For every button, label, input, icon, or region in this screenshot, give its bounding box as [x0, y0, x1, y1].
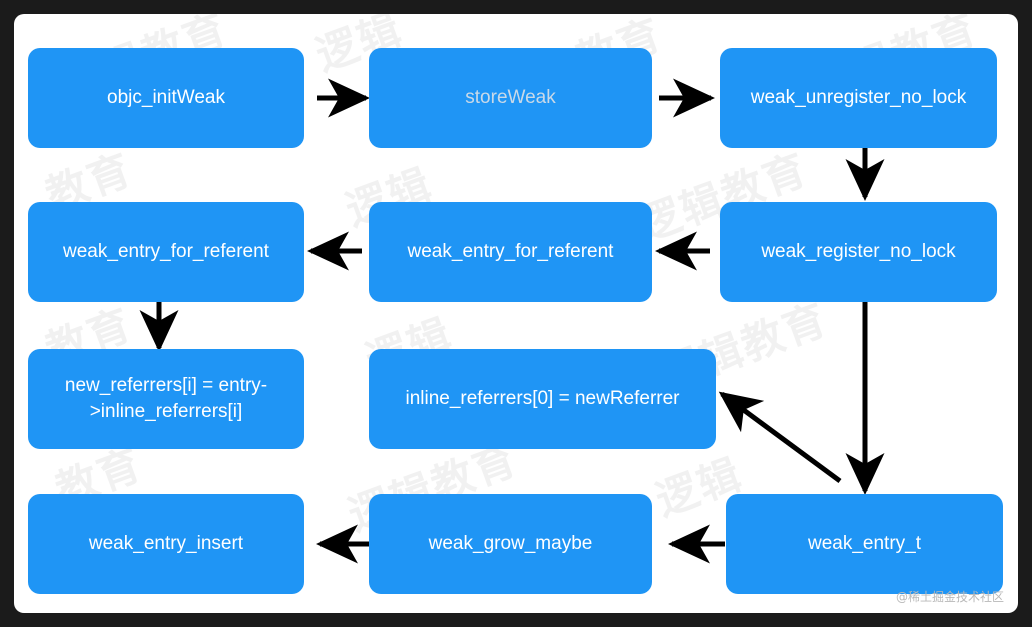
node-label: weak_entry_for_referent: [63, 241, 269, 263]
node-label: storeWeak: [465, 87, 556, 109]
node-label: inline_referrers[0] = newReferrer: [405, 388, 680, 410]
node-label: objc_initWeak: [107, 87, 225, 109]
node-label: weak_register_no_lock: [761, 241, 956, 263]
arrow-weakentryt-inlinereferrers: [718, 391, 842, 484]
node-label: weak_entry_insert: [88, 533, 244, 555]
node-storeweak[interactable]: storeWeak: [369, 48, 652, 148]
node-weak-grow-maybe[interactable]: weak_grow_maybe: [369, 494, 652, 594]
node-label: weak_grow_maybe: [428, 533, 593, 555]
node-label: weak_entry_t: [807, 533, 921, 555]
diagram-canvas: 逻辑教育 逻辑 教育 逻辑教育 教育 逻辑 逻辑教育 教育 逻辑 逻辑教育 教育…: [14, 14, 1018, 613]
node-label: weak_entry_for_referent: [407, 241, 614, 263]
node-label: weak_unregister_no_lock: [750, 87, 967, 109]
node-weak-entry-t[interactable]: weak_entry_t: [726, 494, 1003, 594]
node-weak-unregister-no-lock[interactable]: weak_unregister_no_lock: [720, 48, 997, 148]
node-label: new_referrers[i] = entry->inline_referre…: [64, 375, 268, 422]
node-inline-referrers[interactable]: inline_referrers[0] = newReferrer: [369, 349, 716, 449]
node-weak-register-no-lock[interactable]: weak_register_no_lock: [720, 202, 997, 302]
node-weak-entry-for-referent-left[interactable]: weak_entry_for_referent: [28, 202, 304, 302]
node-weak-entry-for-referent-mid[interactable]: weak_entry_for_referent: [369, 202, 652, 302]
credit-watermark: @稀土掘金技术社区: [895, 590, 1004, 604]
node-weak-entry-insert[interactable]: weak_entry_insert: [28, 494, 304, 594]
node-objc-initweak[interactable]: objc_initWeak: [28, 48, 304, 148]
node-new-referrers[interactable]: new_referrers[i] = entry->inline_referre…: [28, 349, 304, 449]
